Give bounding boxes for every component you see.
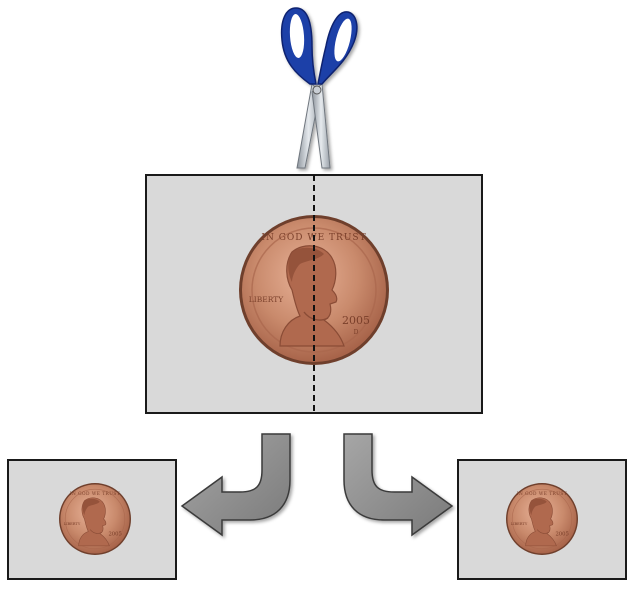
coin-year: 2005: [342, 314, 370, 327]
coin-year-left: 2005: [108, 531, 121, 537]
coin-mint-mark: D: [354, 329, 359, 336]
scissors-icon: [280, 7, 358, 169]
coin-liberty-left: LIBERTY: [64, 522, 81, 526]
coin-liberty-right: LIBERTY: [511, 522, 528, 526]
coin-liberty: LIBERTY: [249, 295, 284, 304]
coin-motto-left: IN GOD WE TRUST: [70, 492, 120, 497]
penny-coin-left: IN GOD WE TRUST LIBERTY 2005: [58, 482, 132, 556]
coin-motto-right: IN GOD WE TRUST: [517, 492, 567, 497]
penny-coin-right: IN GOD WE TRUST LIBERTY 2005: [505, 482, 579, 556]
curved-arrow-left: [180, 433, 291, 537]
coin-year-right: 2005: [555, 531, 568, 537]
curved-arrow-right: [343, 433, 454, 537]
